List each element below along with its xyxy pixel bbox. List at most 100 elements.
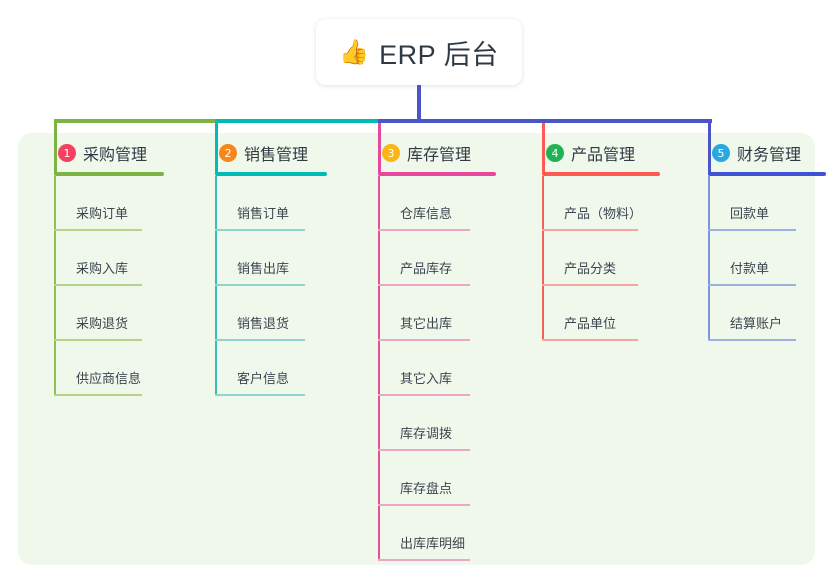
list-item[interactable]: 销售出库 [215,231,327,286]
item-label: 其它出库 [400,316,453,331]
column-items: 销售订单销售出库销售退货客户信息 [215,176,327,396]
item-underline [378,559,470,561]
item-underline [54,284,142,286]
list-item[interactable]: 供应商信息 [54,341,164,396]
list-item[interactable]: 销售退货 [215,286,327,341]
list-item[interactable]: 其它入库 [378,341,496,396]
list-item[interactable]: 结算账户 [708,286,826,341]
column-spine [54,176,56,396]
item-underline [215,339,305,341]
column-title: 采购管理 [83,147,148,164]
branch-stub-1 [54,123,57,173]
column-title: 库存管理 [407,147,472,164]
item-label: 付款单 [730,261,770,276]
item-underline [708,284,796,286]
list-item[interactable]: 库存盘点 [378,451,496,506]
branch-stub-3 [378,123,381,173]
thumbs-up-icon: 👍 [339,38,370,66]
item-underline [54,229,142,231]
item-label: 销售出库 [237,261,290,276]
root-title-card[interactable]: 👍 ERP 后台 [316,19,522,85]
item-label: 采购订单 [76,206,129,221]
item-underline [54,339,142,341]
content-panel [18,133,815,565]
column-库存管理: 3 库存管理仓库信息产品库存其它出库其它入库库存调拨库存盘点出库库明细 [360,141,496,561]
list-item[interactable]: 销售订单 [215,176,327,231]
list-item[interactable]: 出库库明细 [378,506,496,561]
list-item[interactable]: 产品分类 [542,231,660,286]
column-spine [378,176,380,561]
column-header-4[interactable]: 4 产品管理 [524,141,660,165]
column-title: 销售管理 [244,147,309,164]
item-underline [378,229,470,231]
item-label: 其它入库 [400,371,453,386]
column-财务管理: 5 财务管理回款单付款单结算账户 [690,141,826,341]
list-item[interactable]: 采购入库 [54,231,164,286]
bar-green [54,119,219,123]
item-label: 销售订单 [237,206,290,221]
item-underline [542,229,638,231]
bar-teal [215,119,382,123]
item-underline [542,284,638,286]
column-title: 产品管理 [571,147,636,164]
item-underline [378,394,470,396]
item-label: 采购退货 [76,316,129,331]
item-label: 客户信息 [237,371,290,386]
list-item[interactable]: 产品（物料） [542,176,660,231]
item-label: 回款单 [730,206,770,221]
column-underline [54,172,164,176]
column-underline [215,172,327,176]
item-underline [708,339,796,341]
column-header-3[interactable]: 3 库存管理 [360,141,496,165]
column-spine [708,176,710,341]
branch-stub-5 [708,123,711,173]
item-label: 供应商信息 [76,371,142,386]
list-item[interactable]: 付款单 [708,231,826,286]
column-underline [542,172,660,176]
branch-stub-2 [215,123,218,173]
number-badge-3: 3 [382,144,400,162]
column-header-1[interactable]: 1 采购管理 [36,141,164,165]
column-items: 采购订单采购入库采购退货供应商信息 [54,176,164,396]
number-badge-1: 1 [58,144,76,162]
number-badge-2: 2 [219,144,237,162]
branch-stub-4 [542,123,545,173]
column-items: 仓库信息产品库存其它出库其它入库库存调拨库存盘点出库库明细 [378,176,496,561]
item-underline [542,339,638,341]
column-underline [378,172,496,176]
page-title: ERP 后台 [379,39,499,70]
list-item[interactable]: 采购订单 [54,176,164,231]
list-item[interactable]: 采购退货 [54,286,164,341]
item-label: 采购入库 [76,261,129,276]
column-items: 回款单付款单结算账户 [708,176,826,341]
item-label: 出库库明细 [400,536,466,551]
bar-blue [378,119,712,123]
item-underline [215,229,305,231]
column-header-5[interactable]: 5 财务管理 [690,141,826,165]
item-label: 产品单位 [564,316,617,331]
number-badge-4: 4 [546,144,564,162]
item-underline [215,394,305,396]
column-underline [708,172,826,176]
list-item[interactable]: 库存调拨 [378,396,496,451]
item-label: 产品分类 [564,261,617,276]
item-label: 库存盘点 [400,481,453,496]
column-采购管理: 1 采购管理采购订单采购入库采购退货供应商信息 [36,141,164,396]
list-item[interactable]: 仓库信息 [378,176,496,231]
item-underline [378,284,470,286]
list-item[interactable]: 回款单 [708,176,826,231]
column-header-2[interactable]: 2 销售管理 [197,141,327,165]
number-badge-5: 5 [712,144,730,162]
list-item[interactable]: 其它出库 [378,286,496,341]
item-label: 仓库信息 [400,206,453,221]
item-underline [378,449,470,451]
item-label: 结算账户 [730,316,783,331]
list-item[interactable]: 产品库存 [378,231,496,286]
list-item[interactable]: 客户信息 [215,341,327,396]
item-underline [215,284,305,286]
column-title: 财务管理 [737,147,802,164]
column-产品管理: 4 产品管理产品（物料） 产品分类产品单位 [524,141,660,341]
item-underline [708,229,796,231]
list-item[interactable]: 产品单位 [542,286,660,341]
